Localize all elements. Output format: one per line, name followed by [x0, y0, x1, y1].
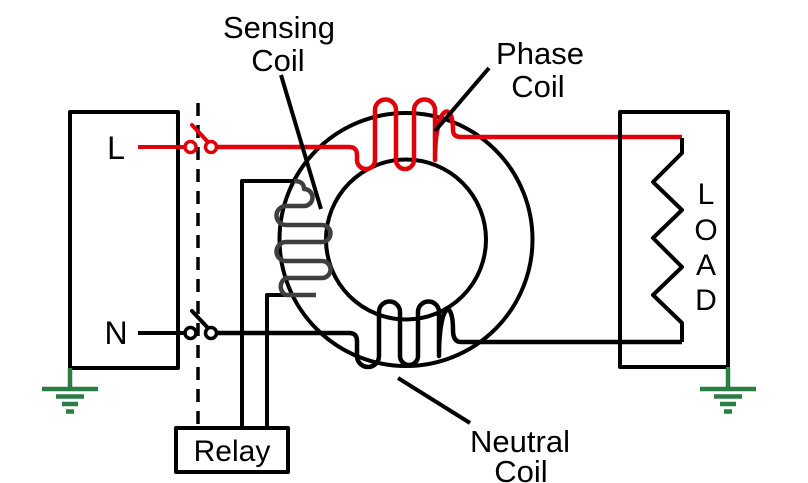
neutral-coil-label-line1: Neutral: [470, 424, 570, 459]
load-box: L O A D: [618, 110, 730, 369]
core-outer-ring: [277, 111, 535, 368]
core-inner-ring: [324, 157, 488, 322]
phase-coil-label-line2: Coil: [511, 69, 564, 104]
live-switch-contact-right: [203, 139, 219, 155]
annotations: Sensing Coil Phase Coil Neutral Coil: [223, 10, 584, 483]
relay-box-outline: [174, 426, 290, 474]
load-letter: O: [694, 214, 717, 247]
neutral-switch-contact-left: [183, 325, 198, 341]
relay-box: Relay: [174, 426, 290, 474]
neutral-terminal-label: N: [104, 315, 127, 351]
phase-coil-label-line1: Phase: [496, 36, 584, 71]
phase-coil-leader-line: [433, 66, 491, 133]
supply-box-outline: [68, 110, 180, 370]
live-switch-contact-left: [183, 139, 198, 155]
neutral-circuit: [138, 299, 682, 370]
live-switch: [183, 123, 219, 155]
load-resistor: [651, 138, 684, 342]
neutral-coil-label-line2: Coil: [494, 454, 547, 483]
supply-box: L N: [68, 110, 180, 370]
sensing-coil-leader-line: [279, 74, 323, 210]
live-terminal-label: L: [107, 130, 125, 166]
relay-wire-bottom: [265, 293, 316, 428]
sensing-circuit: [240, 178, 333, 428]
load-letter: A: [696, 249, 716, 282]
earth-ground-right: [700, 367, 756, 414]
neutral-coil: [217, 299, 682, 370]
load-box-outline: [618, 110, 730, 369]
sensing-coil: [274, 178, 333, 298]
earth-ground-left: [42, 368, 98, 414]
neutral-switch-blade: [190, 309, 210, 330]
toroidal-core: [277, 111, 535, 368]
sensing-coil-label-line1: Sensing: [223, 10, 335, 45]
neutral-coil-leader-line: [396, 376, 472, 425]
sensing-coil-label-line2: Coil: [251, 43, 304, 78]
relay-label: Relay: [194, 435, 271, 468]
live-circuit: [138, 97, 682, 172]
relay-wire-top: [240, 179, 294, 428]
neutral-switch-contact-right: [203, 325, 219, 341]
phase-coil: [217, 97, 682, 172]
neutral-switch: [183, 309, 219, 341]
load-label: L O A D: [694, 178, 717, 317]
live-switch-blade: [190, 123, 210, 144]
load-letter: L: [698, 178, 715, 211]
load-letter: D: [695, 284, 717, 317]
